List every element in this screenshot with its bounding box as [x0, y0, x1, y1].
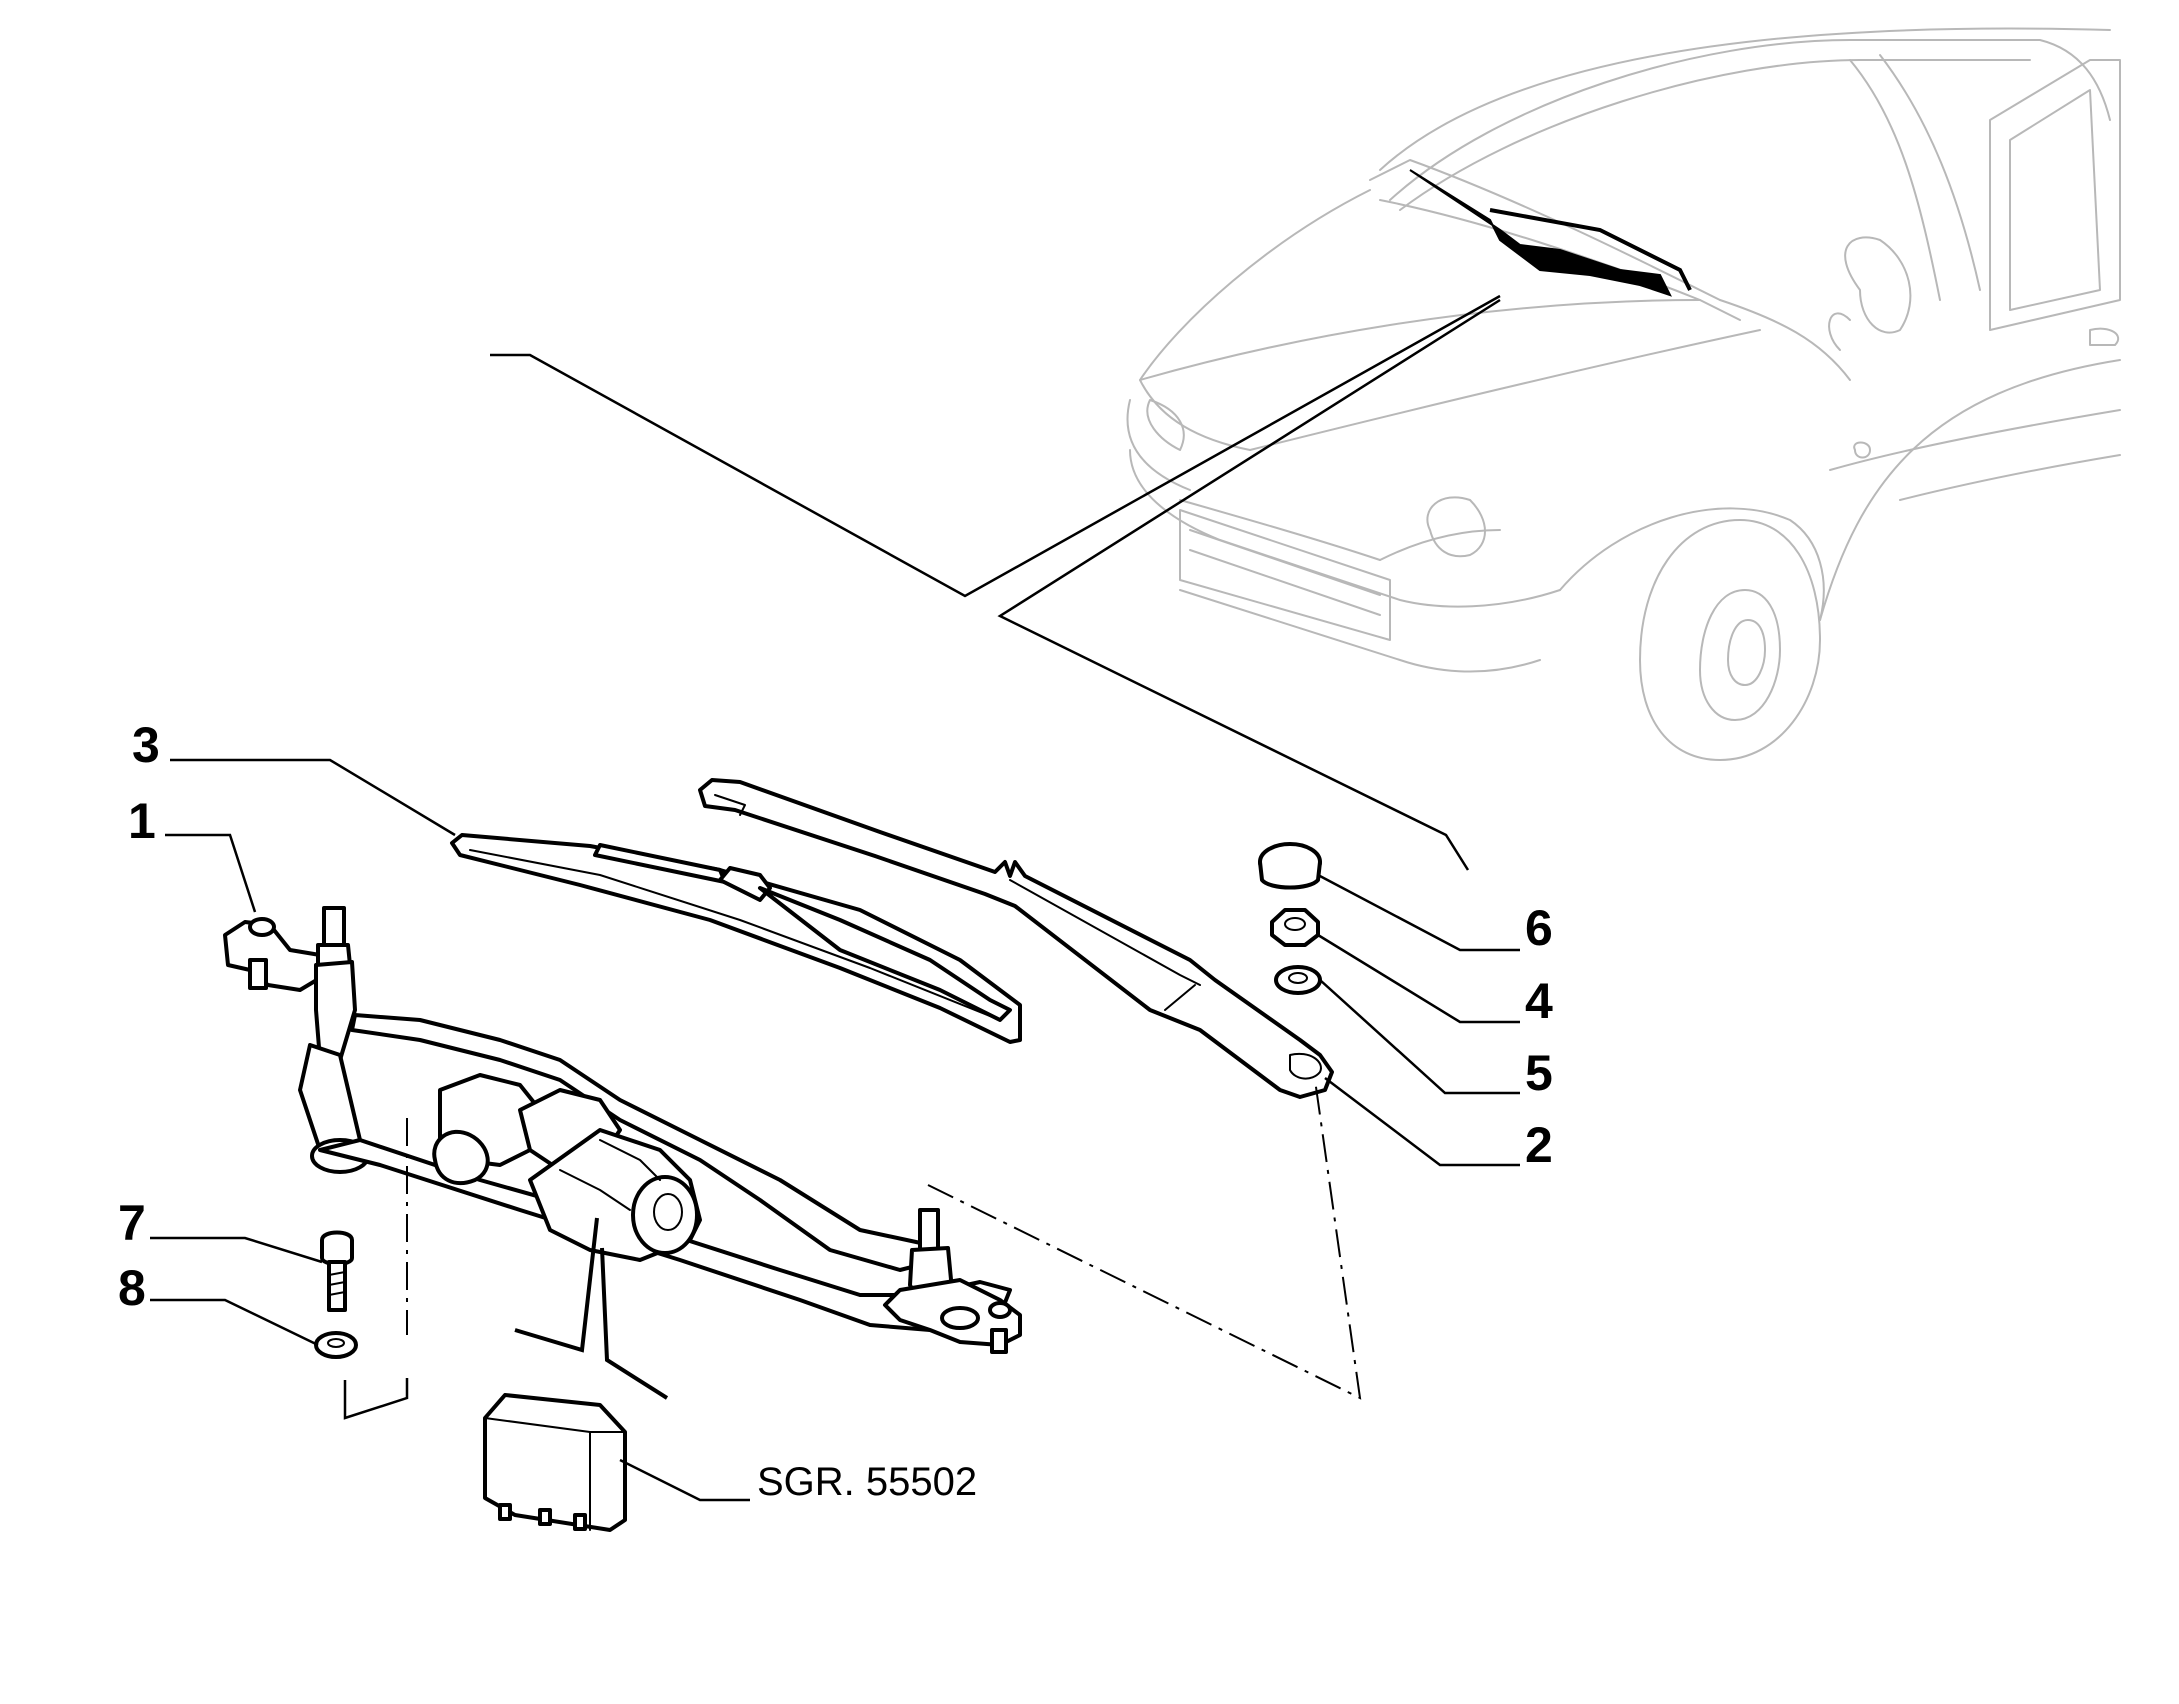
callout-3: 3: [132, 717, 160, 773]
bracket-fasteners: [314, 1230, 358, 1359]
callout-labels: 3 1 6 4 5 2 7 8 SGR. 55502: [118, 717, 1553, 1504]
assembly-guide-lines: [343, 1079, 1362, 1420]
wiper-arm: [698, 778, 1334, 1099]
callout-4: 4: [1525, 973, 1553, 1029]
arm-fasteners: [1258, 842, 1322, 995]
wiper-linkage-assembly: [223, 906, 1022, 1354]
callout-leaders: [150, 758, 1520, 1502]
windshield-wiper-area-highlight: [1409, 169, 1672, 297]
wiper-blade: [450, 833, 1022, 1044]
car-outline: [1126, 27, 2121, 761]
car-leader-lines: [490, 294, 1501, 871]
callout-8: 8: [118, 1260, 146, 1316]
callout-1: 1: [128, 793, 156, 849]
reference-sgr-label: SGR. 55502: [757, 1460, 977, 1504]
callout-6: 6: [1525, 900, 1553, 956]
callout-7: 7: [118, 1195, 146, 1251]
callout-2: 2: [1525, 1117, 1553, 1173]
relay-module: [483, 1393, 627, 1532]
callout-5: 5: [1525, 1045, 1553, 1101]
